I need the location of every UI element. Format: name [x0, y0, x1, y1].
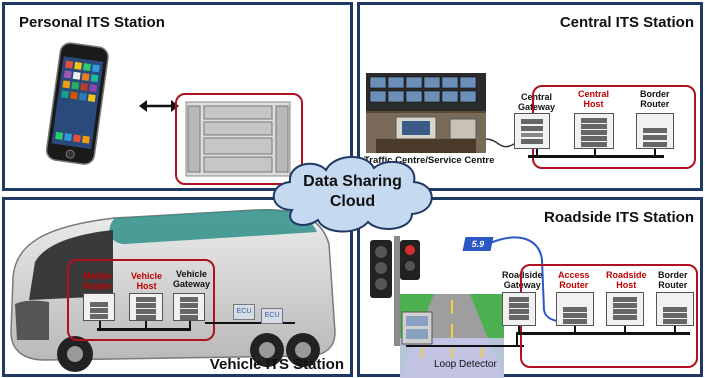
central-gateway-label: Central Gateway — [518, 92, 556, 112]
personal-stack-highlight — [175, 93, 303, 185]
vehicle-network-bus — [97, 328, 191, 331]
channel-badge: 5.9 — [462, 237, 494, 251]
vehicle-its-station-panel: Mobile Router Vehicle Host Vehicle Gatew… — [2, 197, 353, 377]
ecu-module-1: ECU — [233, 304, 255, 320]
vehicle-station-title: Vehicle ITS Station — [209, 356, 344, 373]
roadside-gateway-label: Roadside Gateway — [502, 270, 543, 290]
mobile-router-label: Mobile Router — [83, 271, 112, 291]
personal-station-title: Personal ITS Station — [19, 14, 165, 31]
traffic-light-icon — [370, 236, 420, 346]
ecu-bus — [205, 322, 295, 324]
central-its-station-panel: Central ITS Station Traffic Centre/Servi… — [357, 2, 703, 191]
smartphone-icon — [45, 42, 109, 165]
channel-badge-text: 5.9 — [470, 239, 486, 249]
vehicle-gateway-label: Vehicle Gateway — [173, 269, 211, 289]
roadside-cabinet-icon — [401, 311, 433, 345]
central-gateway-node[interactable] — [514, 113, 550, 149]
cloud-label-line1: Data Sharing — [303, 173, 402, 190]
access-router-node[interactable] — [556, 292, 594, 326]
central-station-title: Central ITS Station — [559, 14, 694, 31]
roadside-border-router-label: Border Router — [658, 270, 688, 290]
mobile-router-node[interactable] — [83, 293, 115, 321]
central-host-node[interactable] — [574, 113, 614, 149]
bidirectional-arrow-icon — [139, 100, 179, 112]
roadside-station-title: Roadside ITS Station — [543, 209, 694, 226]
traffic-centre-photo — [366, 73, 486, 153]
data-sharing-cloud — [272, 155, 433, 233]
vehicle-host-node[interactable] — [129, 293, 163, 321]
detector-line — [406, 345, 524, 347]
roadside-host-node[interactable] — [606, 292, 644, 326]
roadside-host-label: Roadside Host — [606, 270, 647, 290]
central-host-label: Central Host — [578, 89, 610, 109]
roadside-border-router-node[interactable] — [656, 292, 694, 326]
personal-its-station-panel: Personal ITS Station — [2, 2, 353, 191]
ecu-module-2: ECU — [261, 308, 283, 324]
access-router-label: Access Router — [558, 270, 590, 290]
central-network-bus — [528, 155, 664, 158]
border-router-label: Border Router — [640, 89, 670, 109]
traffic-centre-caption: Traffic Centre/Service Centre — [364, 155, 495, 166]
roadside-network-bus — [516, 332, 690, 335]
vehicle-highlight — [67, 259, 215, 341]
vehicle-host-label: Vehicle Host — [131, 271, 163, 291]
its-protocol-stack-diagram — [185, 101, 291, 177]
vehicle-gateway-node[interactable] — [173, 293, 205, 321]
loop-detector-label: Loop Detector — [434, 359, 497, 370]
cloud-label-line2: Cloud — [329, 193, 376, 210]
border-router-node[interactable] — [636, 113, 674, 149]
roadside-gateway-node[interactable] — [502, 292, 536, 326]
roadside-its-station-panel: Roadside ITS Station 5.9 Loop Detector R… — [357, 197, 703, 378]
